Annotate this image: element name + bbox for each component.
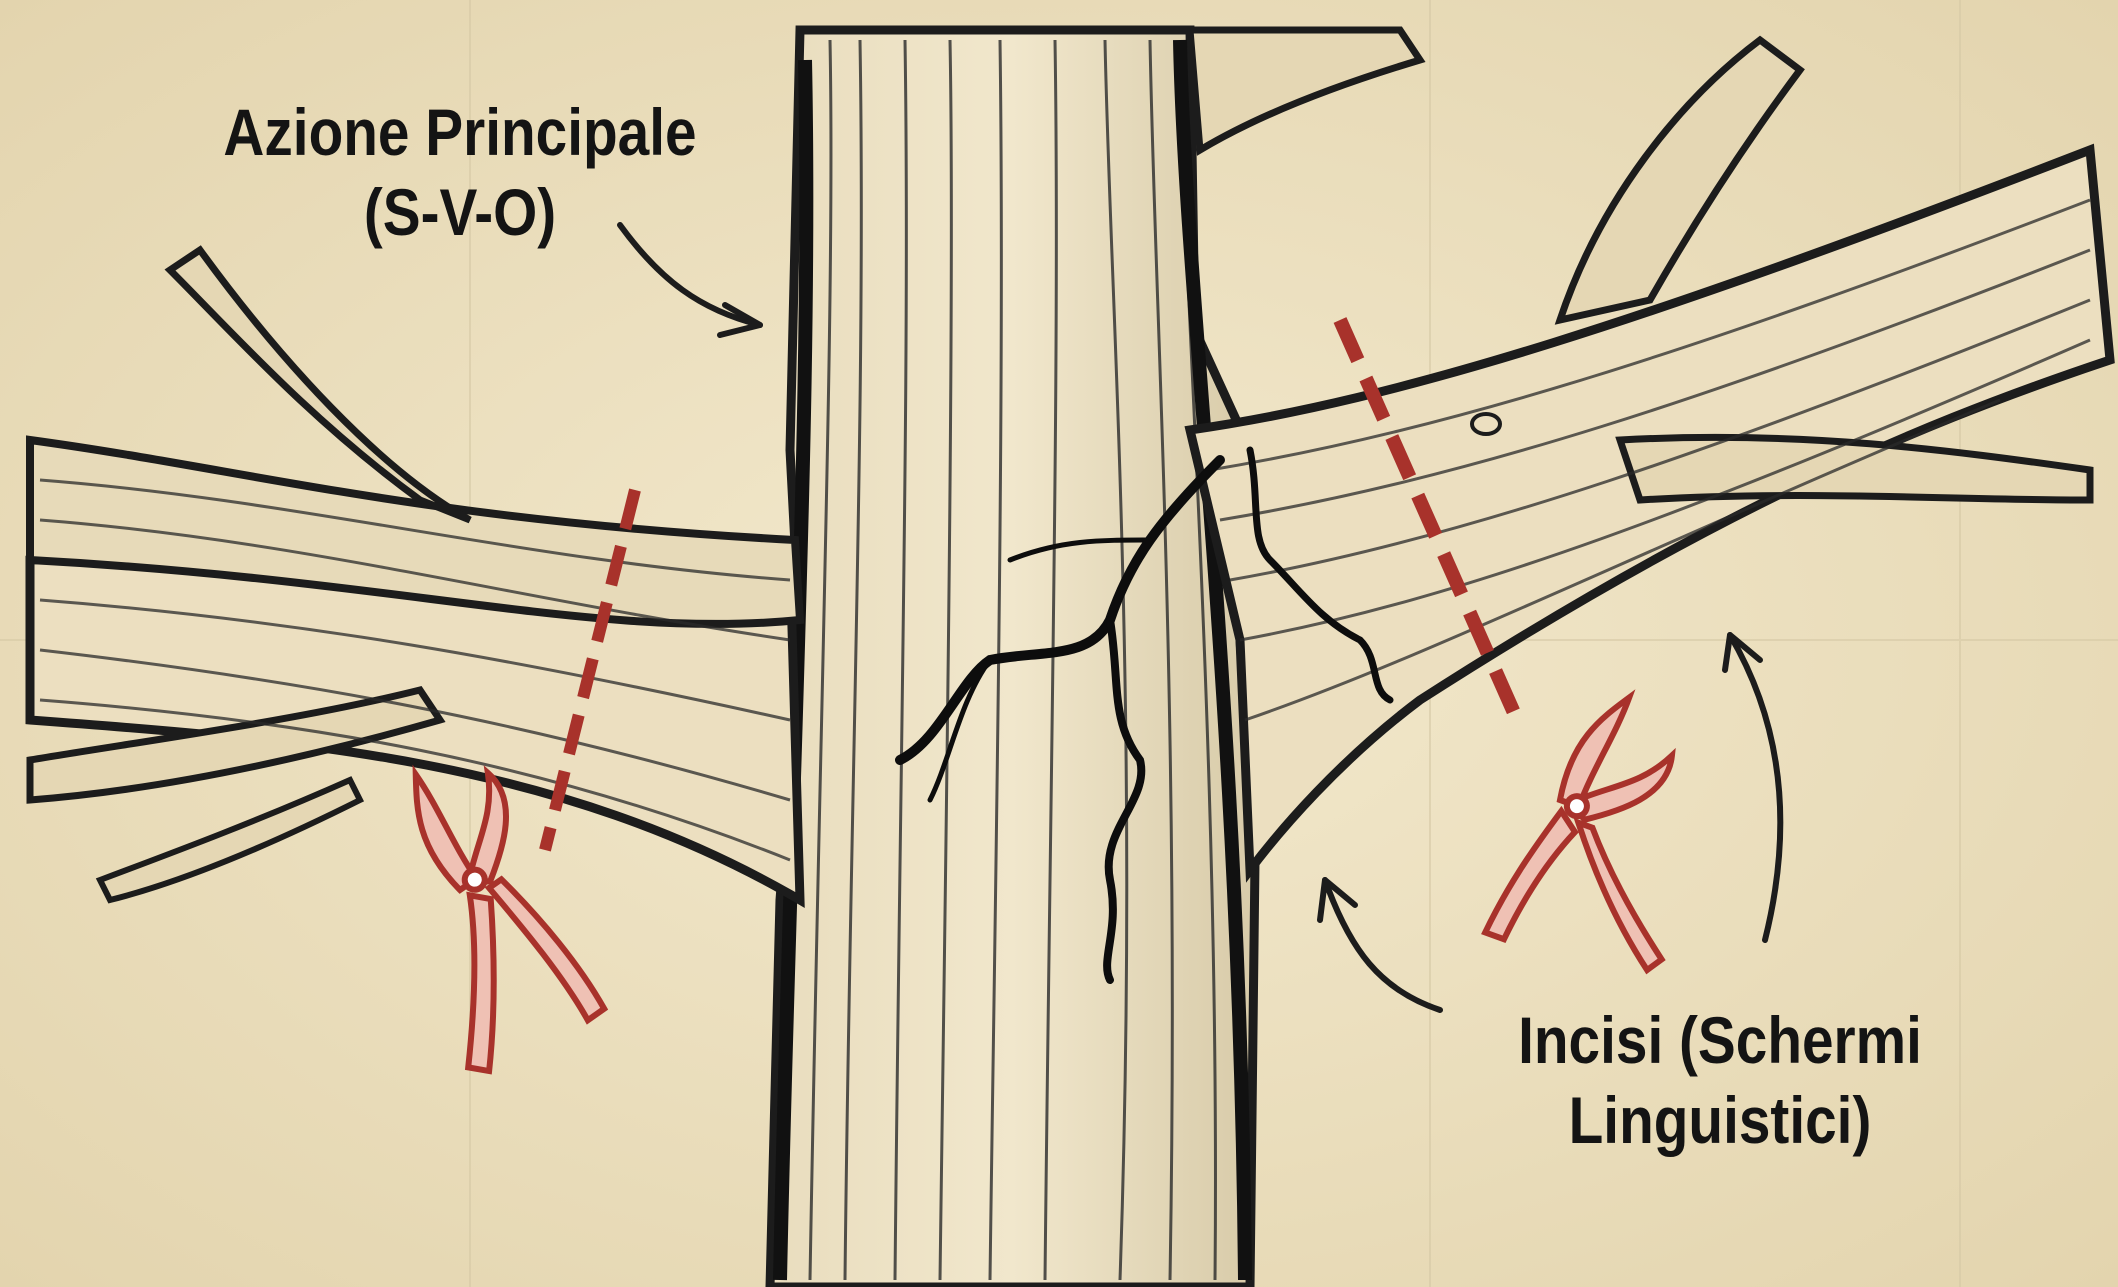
main-action-label: Azione Principale (S-V-O) (193, 92, 726, 252)
incisi-label: Incisi (Schermi Linguistici) (1453, 1000, 1986, 1160)
main-action-label-line2: (S-V-O) (193, 172, 726, 252)
incisi-label-line2: Linguistici) (1453, 1080, 1986, 1160)
main-action-label-line1: Azione Principale (193, 92, 726, 172)
incisi-label-line1: Incisi (Schermi (1453, 1000, 1986, 1080)
